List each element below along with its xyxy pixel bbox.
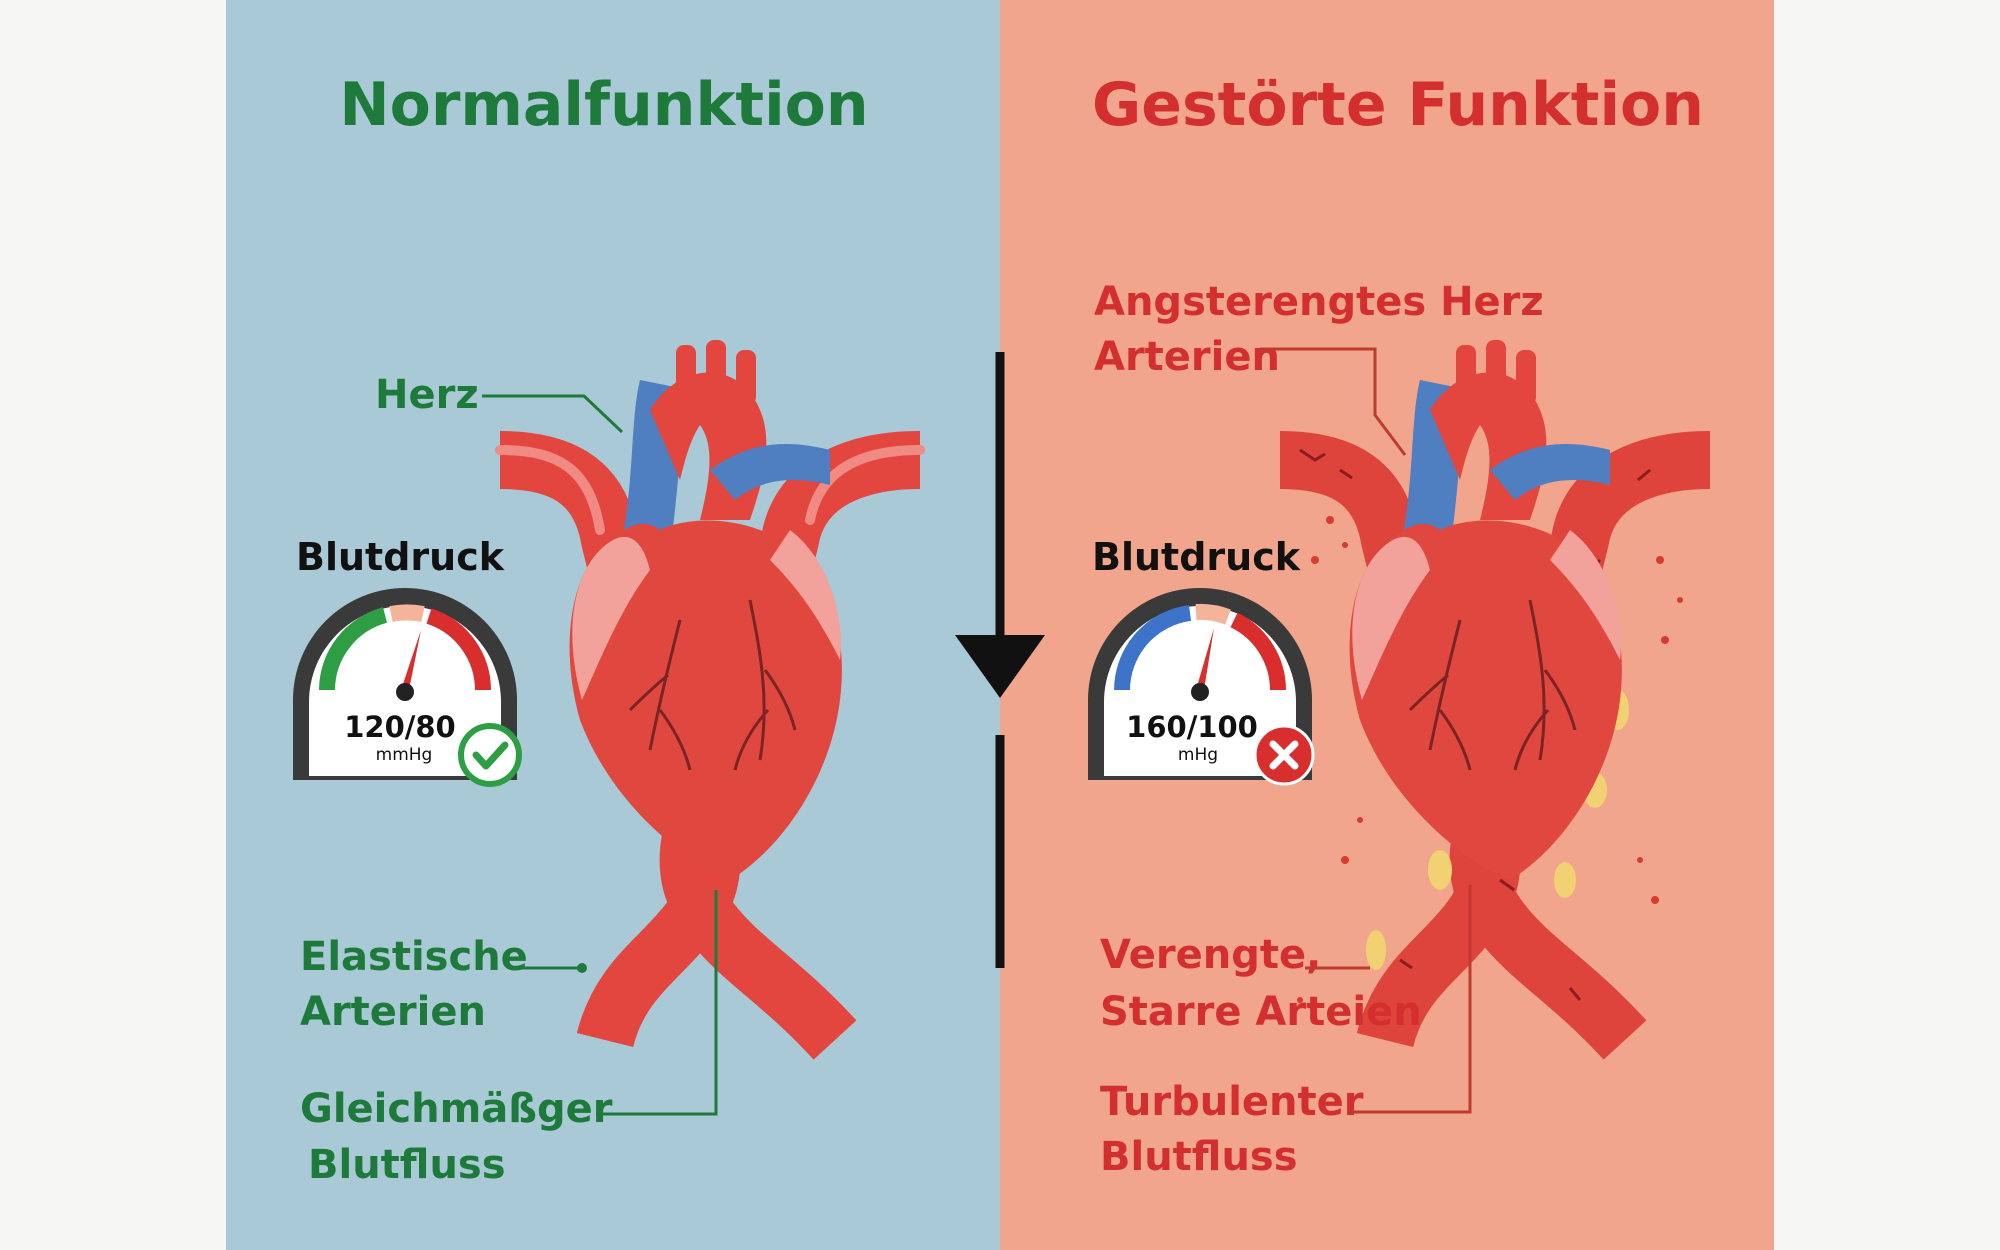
normal-flow-label: Gleichmäßger Blutfluss: [300, 1086, 626, 1188]
normal-gauge-unit: mmHg: [376, 745, 433, 765]
normal-title: Normalfunktion: [339, 70, 868, 140]
divider-arrow: [955, 352, 1045, 968]
disturbed-flow-label: Turbulenter Blutfluss: [1100, 1079, 1377, 1180]
disturbed-bp-gauge: [1088, 588, 1312, 780]
disturbed-arteries-illustration: [1279, 338, 1711, 1060]
x-circle-icon: [1253, 724, 1315, 786]
disturbed-flow-leader: [1350, 885, 1472, 1114]
disturbed-arteries-label: Verengte, Starre Arteien: [1100, 932, 1422, 1035]
normal-bp-gauge: [293, 588, 517, 780]
normal-gauge-value: 120/80: [344, 710, 455, 744]
normal-arteries-label: Elastische Arterien: [300, 934, 542, 1035]
disturbed-heart-leader: [1260, 347, 1407, 456]
disturbed-title: Gestörte Funktion: [1092, 70, 1704, 140]
normal-heart-label: Herz: [375, 372, 479, 418]
disturbed-gauge-title: Blutdruck: [1092, 535, 1301, 579]
normal-arteries-illustration: [495, 338, 925, 1060]
normal-gauge-title: Blutdruck: [296, 535, 505, 579]
check-circle-icon: [458, 723, 522, 787]
disturbed-gauge-unit: mHg: [1178, 745, 1218, 765]
normal-heart-leader: [482, 394, 624, 434]
disturbed-heart-label: Angsterengtes Herz Arterien: [1094, 279, 1558, 380]
disturbed-gauge-value: 160/100: [1126, 710, 1258, 744]
normal-flow-leader: [596, 890, 718, 1116]
